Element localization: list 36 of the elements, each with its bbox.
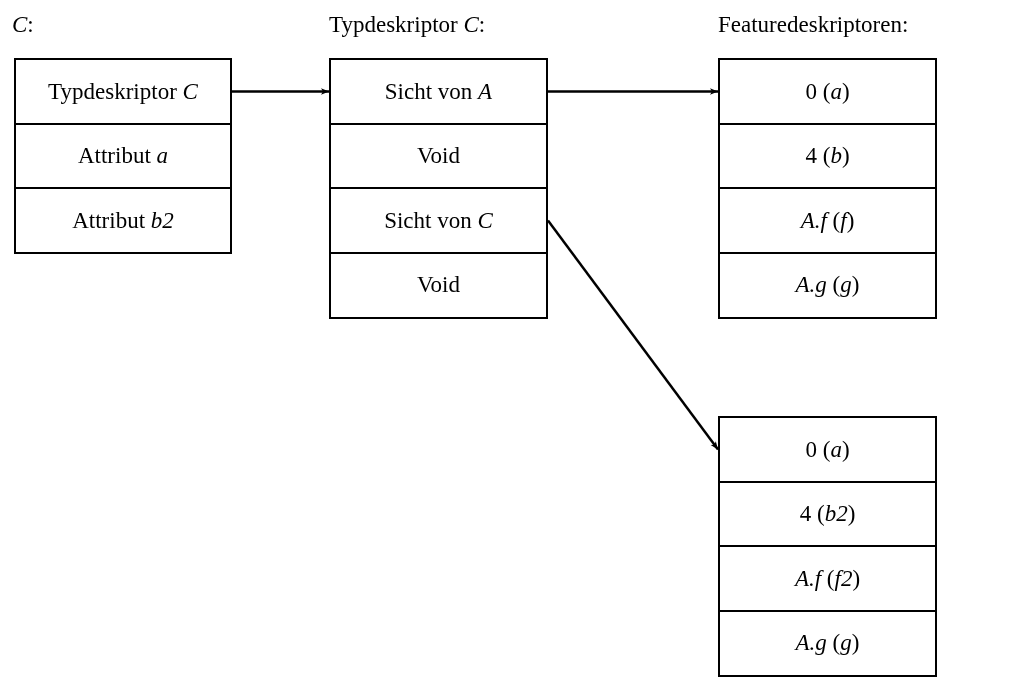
- arrow: [548, 88, 718, 95]
- cell-label: Typdeskriptor C: [48, 78, 198, 105]
- table-cell: [718, 251, 937, 319]
- table-cell: [329, 58, 548, 125]
- cell-label: A.g (g): [795, 272, 860, 298]
- table-cell: [14, 187, 232, 254]
- cell-label: A.f (f2): [794, 565, 861, 592]
- table-cell: [718, 480, 937, 548]
- table-cell: [329, 122, 548, 190]
- heading-label: Typdeskriptor C:: [329, 12, 486, 38]
- table-cell: [14, 58, 232, 125]
- table-cell: [329, 187, 548, 254]
- cell-label: 4 (b2): [799, 501, 856, 527]
- cell-label: Void: [416, 143, 460, 169]
- cell-label: Attribut a: [77, 143, 169, 169]
- arrow: [232, 88, 329, 95]
- table-cell: [718, 416, 937, 483]
- table-cell: [718, 122, 937, 190]
- table-cell: [329, 251, 548, 319]
- table-cell: [718, 545, 937, 612]
- cell-label: A.f (f): [800, 207, 855, 234]
- cell-label: 0 (a): [805, 78, 850, 105]
- cell-label: Sicht von A: [384, 78, 493, 105]
- table-cell: [718, 187, 937, 254]
- heading-label: Featuredeskriptoren:: [718, 12, 909, 38]
- arrow: [547, 219, 719, 451]
- heading-label: C:: [12, 12, 34, 38]
- cell-label: 4 (b): [805, 143, 850, 169]
- table-cell: [718, 609, 937, 677]
- cell-label: 0 (a): [805, 436, 850, 463]
- table-cell: [14, 122, 232, 190]
- cell-label: Void: [416, 272, 460, 298]
- cell-label: Attribut b2: [72, 207, 174, 234]
- cell-label: A.g (g): [795, 630, 860, 656]
- cell-label: Sicht von C: [384, 207, 493, 234]
- table-cell: [718, 58, 937, 125]
